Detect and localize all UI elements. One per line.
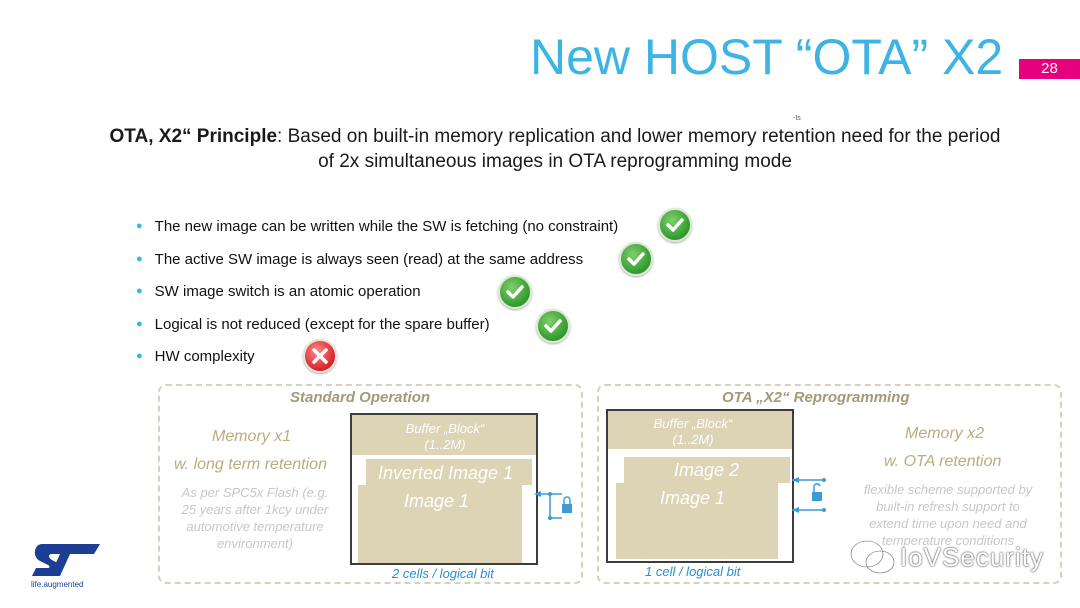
principle-text: : Based on built-in memory replication a… [277,126,1001,172]
image-1-slab [616,483,780,559]
access-arrow-icon [534,491,572,520]
standard-operation-panel [158,384,583,584]
image-label: Image 1 [404,491,470,511]
inverted-image-label: Inverted Image 1 [378,463,514,483]
bullet-text: SW image switch is an atomic operation [154,283,421,300]
watermark-text: IoVSecurity [900,542,1044,572]
principle-label: OTA, X2“ Principle [109,126,278,147]
buffer-label: Buffer „Block“(1..2M) [405,421,485,452]
check-icon [536,309,570,343]
standard-retention-label: w. long term retention [174,456,327,473]
standard-note: As per SPC5x Flash (e.g.25 years after 1… [181,485,329,551]
cross-icon [303,339,337,373]
bullet-text: The new image can be written while the S… [154,218,619,235]
bullet-text: The active SW image is always seen (read… [154,251,584,268]
bullet-item: ●HW complexity [136,348,255,365]
principle-statement: OTA, X2“ Principle: Based on built-in me… [100,124,1010,174]
buffer-label: Buffer „Block“(1..2M) [653,416,733,447]
check-icon [658,208,692,242]
ota-panel-title: OTA „X2“ Reprogramming [722,389,910,406]
tiny-mark: -Is [793,115,801,122]
check-icon [498,275,532,309]
buffer-block [608,411,792,449]
wechat-icon [849,539,896,575]
standard-memory-block: Buffer „Block“(1..2M) Inverted Image 1 I… [350,413,538,565]
check-icon [619,242,653,276]
ota-x2-panel [597,384,1062,584]
ota-cells-label: 1 cell / logical bit [645,564,741,579]
slide-title: New HOST “OTA” X2 [530,29,1004,85]
image-2-slab [624,457,790,483]
bullet-text: HW complexity [154,348,255,365]
image-1-label: Image 1 [660,488,726,508]
image-2-label: Image 2 [674,460,740,480]
ota-retention-label: w. OTA retention [884,453,1002,470]
inverted-image-slab [366,459,532,485]
access-arrow-icon [792,477,826,513]
ota-memory-block: Buffer „Block“(1..2M) Image 2 Image 1 [606,409,794,563]
standard-cells-label: 2 cells / logical bit [392,566,494,581]
buffer-block [352,415,536,455]
st-logo [32,544,100,576]
page-number: 28 [1019,59,1080,79]
image-slab [358,485,524,563]
bullet-item: ●The new image can be written while the … [136,218,619,235]
bullet-item: ●SW image switch is an atomic operation [136,283,421,300]
standard-memory-label: Memory x1 [212,428,292,445]
bullet-text: Logical is not reduced (except for the s… [154,316,490,333]
bullet-item: ●Logical is not reduced (except for the … [136,316,490,333]
bullet-item: ●The active SW image is always seen (rea… [136,251,584,268]
standard-panel-title: Standard Operation [290,389,431,406]
ota-memory-label: Memory x2 [905,425,985,442]
logo-tagline: life.augmented [31,580,84,589]
